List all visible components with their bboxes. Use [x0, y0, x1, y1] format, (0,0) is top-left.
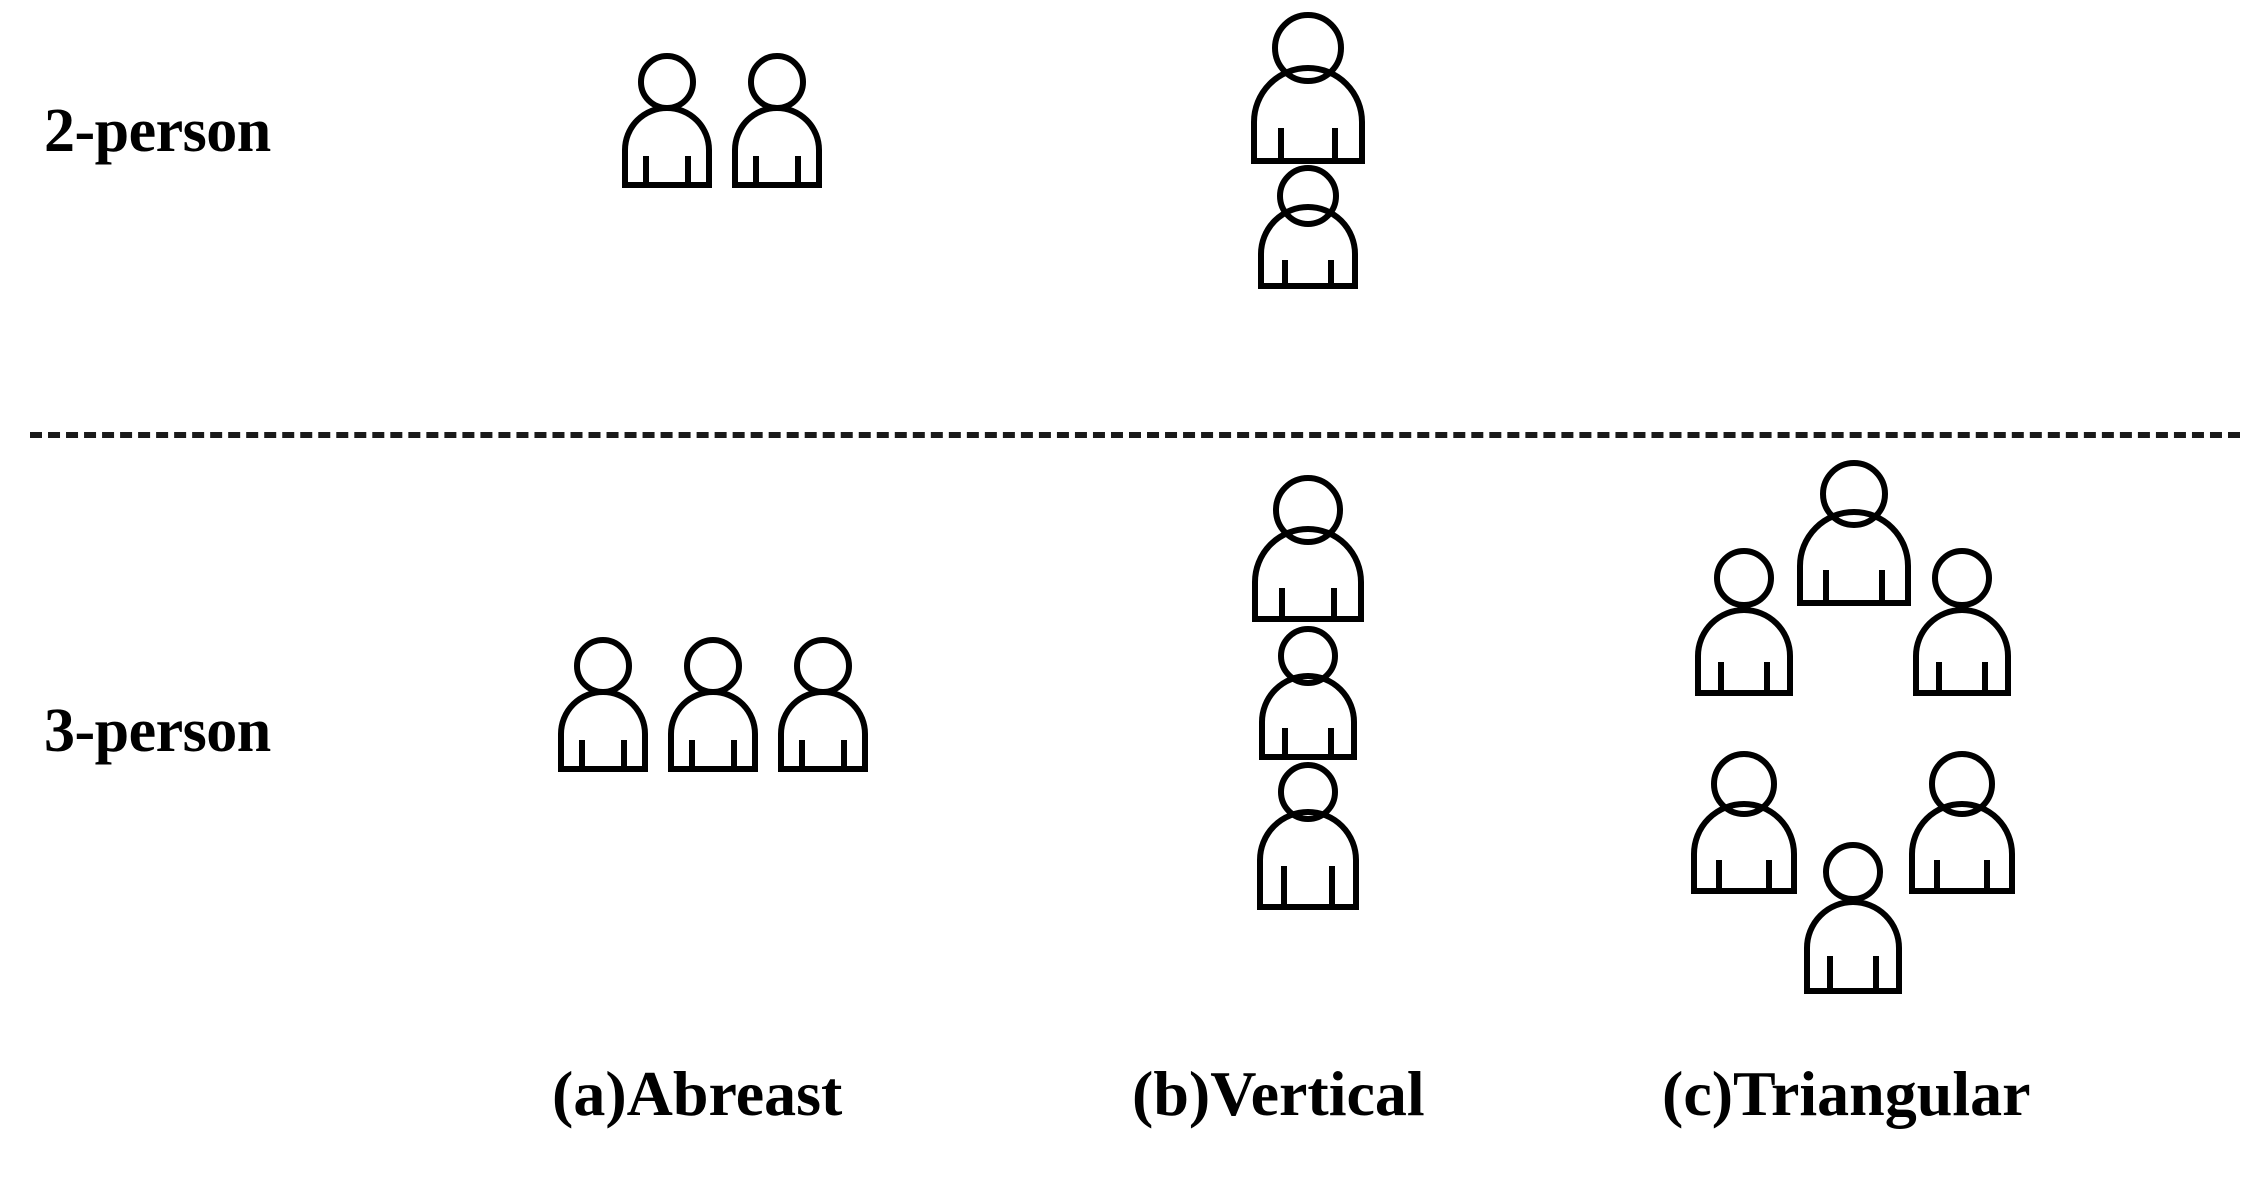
group-3-person-triangular-apex-down [1658, 732, 2048, 1002]
row-label-3-person: 3-person [44, 697, 271, 765]
row-label-2-person: 2-person [44, 97, 271, 165]
group-3-person-abreast [548, 632, 878, 772]
row-divider [30, 432, 2240, 438]
group-3-person-triangular-apex-up [1658, 448, 2048, 708]
group-2-person-abreast [612, 48, 832, 188]
group-3-person-vertical [1228, 470, 1388, 920]
caption-vertical: (b)Vertical [1132, 1058, 1425, 1129]
caption-abreast: (a)Abreast [552, 1058, 843, 1129]
caption-triangular: (c)Triangular [1662, 1058, 2031, 1129]
group-2-person-vertical [1228, 6, 1388, 296]
